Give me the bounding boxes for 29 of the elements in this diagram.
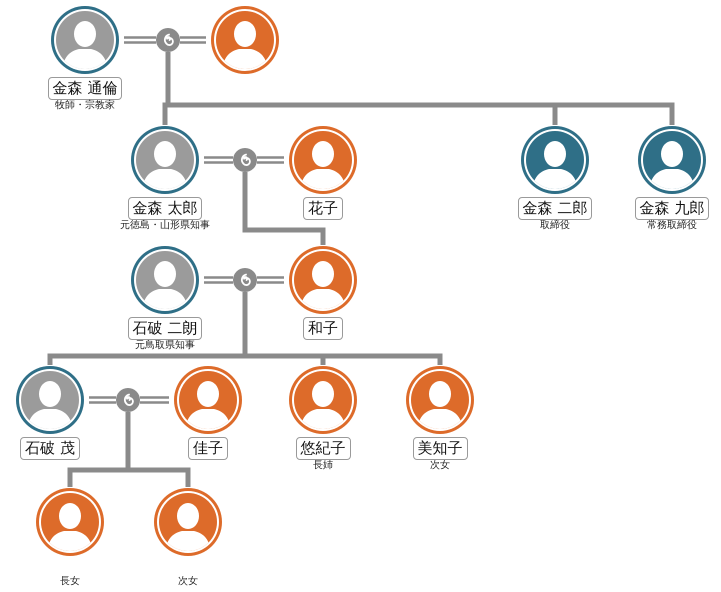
name-label: 和子 — [303, 317, 343, 340]
caption-text: 元徳島・山形県知事 — [120, 220, 210, 232]
double-line — [88, 396, 118, 404]
name-label: 金森 太郎 — [128, 197, 202, 220]
name-label: 美知子 — [412, 437, 468, 460]
caption-text: 次女 — [430, 460, 450, 472]
name-label: 佳子 — [188, 437, 228, 460]
caption-text: 牧師・宗教家 — [55, 100, 115, 112]
caption-text: 長女 — [60, 576, 80, 588]
double-line — [256, 156, 286, 164]
double-line — [202, 276, 234, 284]
name-label: 金森 通倫 — [48, 77, 122, 100]
name-label: 石破 二朗 — [128, 317, 202, 340]
double-line — [138, 396, 170, 404]
name-label: 金森 九郎 — [634, 197, 710, 220]
caption-text: 長姉 — [313, 460, 333, 472]
double-line — [122, 36, 158, 44]
caption-text: 元鳥取県知事 — [135, 340, 195, 352]
caption-text: 次女 — [178, 576, 198, 588]
double-line — [178, 36, 208, 44]
name-label: 金森 二郎 — [518, 197, 592, 220]
name-label: 石破 茂 — [20, 437, 80, 460]
caption-text: 取締役 — [540, 220, 570, 232]
double-line — [256, 276, 286, 284]
name-label: 悠紀子 — [296, 437, 350, 460]
double-line — [202, 156, 234, 164]
connector-line — [242, 172, 326, 245]
name-label: 花子 — [303, 197, 343, 220]
caption-text: 常務取締役 — [647, 220, 697, 232]
